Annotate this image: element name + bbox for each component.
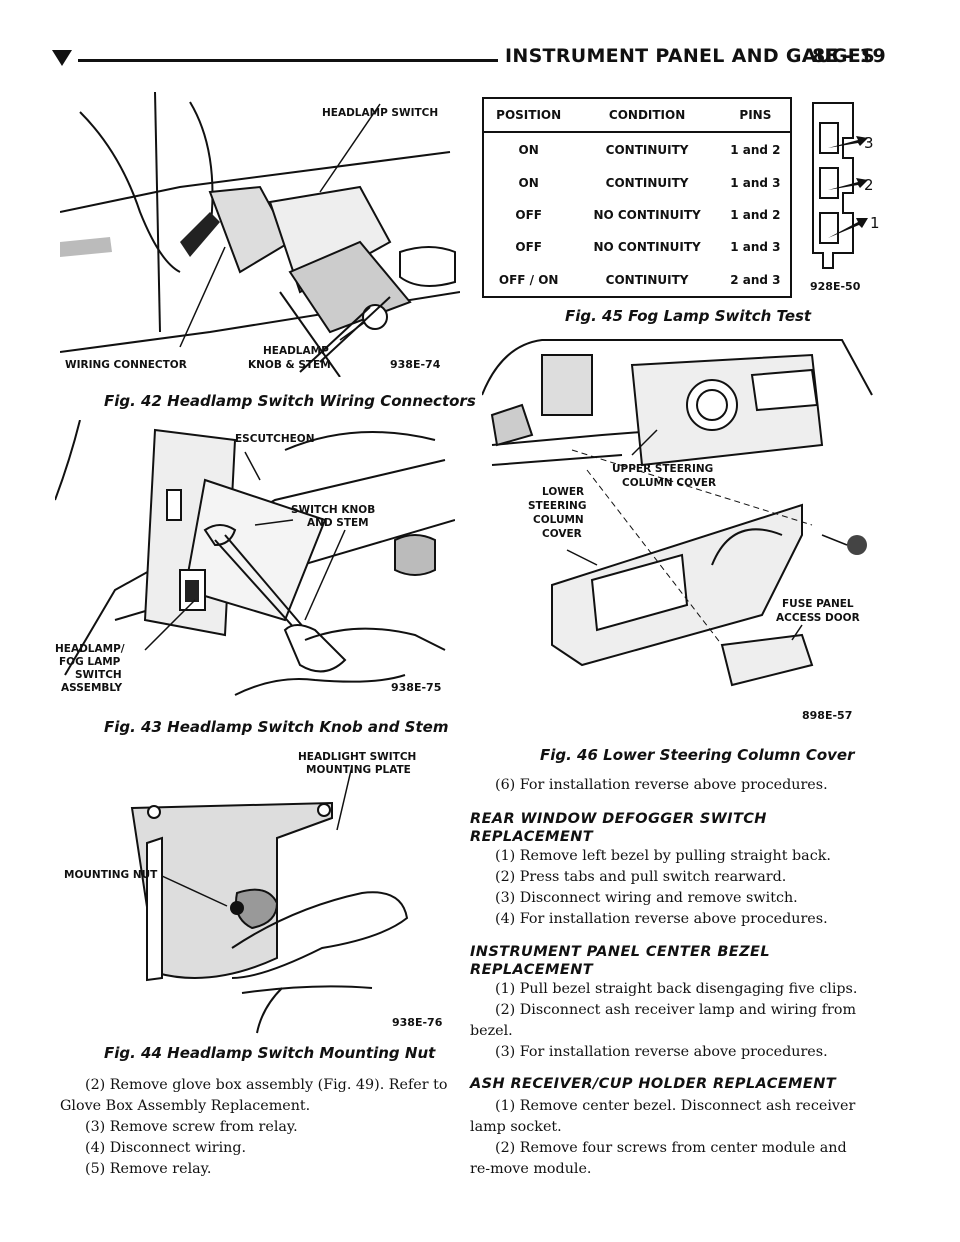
heading-rear-defogger: REAR WINDOW DEFOGGER SWITCH REPLACEMENT xyxy=(470,810,866,846)
fig46-code: 898E-57 xyxy=(802,709,852,722)
table-cell: OFF xyxy=(515,240,542,255)
fig43-label-assy-4: ASSEMBLY xyxy=(61,682,122,694)
table-row: ON CONTINUITY 1 and 3 xyxy=(484,167,790,199)
bezel-step-2: (2) Disconnect ash receiver lamp and wir… xyxy=(470,1002,857,1039)
fig43-label-knob-1: SWITCH KNOB xyxy=(291,504,375,516)
table-cell: OFF / ON xyxy=(498,272,559,287)
fig46-illustration: UPPER STEERING COLUMN COVER LOWER STEERI… xyxy=(482,335,882,725)
fig46-caption: Fig. 46 Lower Steering Column Cover xyxy=(540,746,855,764)
fig44-label-nut: MOUNTING NUT xyxy=(64,869,158,881)
fig42-label-knob-1: HEADLAMP xyxy=(263,345,329,357)
fig42-label-headlamp-switch: HEADLAMP SWITCH xyxy=(322,107,438,119)
header-rule xyxy=(78,59,498,62)
heading-center-bezel: INSTRUMENT PANEL CENTER BEZEL REPLACEMEN… xyxy=(470,943,866,979)
left-step-4: (4) Disconnect wiring. xyxy=(85,1140,247,1156)
ash-receiver-steps: (1) Remove center bezel. Disconnect ash … xyxy=(470,1096,866,1180)
right-step-6-block: (6) For installation reverse above proce… xyxy=(470,775,866,796)
defogger-step-3: (3) Disconnect wiring and remove switch. xyxy=(495,890,798,906)
fig44-label-plate-2: MOUNTING PLATE xyxy=(306,764,411,776)
fig46-label-upper-1: UPPER STEERING xyxy=(612,463,713,475)
table-cell: OFF xyxy=(515,208,542,223)
table-cell: 1 and 2 xyxy=(730,208,781,223)
fig46-label-fuse-1: FUSE PANEL xyxy=(782,598,854,610)
fig45-caption: Fig. 45 Fog Lamp Switch Test xyxy=(565,307,812,325)
table-row: OFF / ON CONTINUITY 2 and 3 xyxy=(484,264,790,296)
bezel-step-1: (1) Pull bezel straight back disengaging… xyxy=(495,981,858,997)
fig43-label-knob-2: AND STEM xyxy=(307,517,369,529)
table-cell: NO CONTINUITY xyxy=(593,208,701,223)
fig42-label-knob-2: KNOB & STEM xyxy=(248,359,331,371)
fig44-illustration: HEADLIGHT SWITCH MOUNTING PLATE MOUNTING… xyxy=(62,748,462,1038)
fig43-caption: Fig. 43 Headlamp Switch Knob and Stem xyxy=(104,718,449,736)
fog-switch-connector-diagram: 3 2 1 928E-50 xyxy=(798,98,908,298)
left-text-block: (2) Remove glove box assembly (Fig. 49).… xyxy=(60,1075,448,1180)
right-step-6: (6) For installation reverse above proce… xyxy=(495,777,828,793)
table-cell: CONTINUITY xyxy=(605,175,689,190)
header-title: INSTRUMENT PANEL AND GAUGES xyxy=(505,45,876,67)
heading-ash-receiver: ASH RECEIVER/CUP HOLDER REPLACEMENT xyxy=(470,1075,866,1093)
fig42-illustration: HEADLAMP SWITCH WIRING CONNECTOR HEADLAM… xyxy=(60,92,460,377)
table-cell: 1 and 2 xyxy=(730,142,781,157)
table-cell: NO CONTINUITY xyxy=(593,240,701,255)
page-number: 8E - 19 xyxy=(812,45,886,67)
table-header-position: POSITION xyxy=(484,99,574,133)
bezel-steps: (1) Pull bezel straight back disengaging… xyxy=(470,979,866,1063)
table-header-condition: CONDITION xyxy=(573,99,721,133)
fig46-label-upper-2: COLUMN COVER xyxy=(622,477,716,489)
fig42-label-wiring-connector: WIRING CONNECTOR xyxy=(65,359,187,371)
left-step-3: (3) Remove screw from relay. xyxy=(85,1119,298,1135)
ash-step-2: (2) Remove four screws from center modul… xyxy=(470,1140,847,1177)
table-cell: CONTINUITY xyxy=(605,142,689,157)
heading-line: REAR WINDOW DEFOGGER SWITCH xyxy=(470,811,767,827)
table-cell: ON xyxy=(518,142,539,157)
fig46-label-fuse-2: ACCESS DOOR xyxy=(776,612,860,624)
fig46-label-lower-1: LOWER xyxy=(542,486,584,498)
fig42-code: 938E-74 xyxy=(390,358,441,371)
fig43-label-assy-3: SWITCH xyxy=(75,669,122,681)
defogger-steps: (1) Remove left bezel by pulling straigh… xyxy=(470,846,866,930)
table-cell: 1 and 3 xyxy=(730,240,781,255)
pin-label-1: 1 xyxy=(870,214,880,232)
fig46-label-lower-2: STEERING xyxy=(528,500,586,512)
fig43-illustration: ESCUTCHEON SWITCH KNOB AND STEM HEADLAMP… xyxy=(55,420,455,705)
heading-line: REPLACEMENT xyxy=(470,962,594,978)
defogger-step-1: (1) Remove left bezel by pulling straigh… xyxy=(495,848,831,864)
fig44-caption: Fig. 44 Headlamp Switch Mounting Nut xyxy=(104,1044,436,1062)
header-triangle-icon xyxy=(52,50,72,66)
table-row: ON CONTINUITY 1 and 2 xyxy=(484,132,790,167)
table-header-pins: PINS xyxy=(720,99,790,133)
fig42-caption: Fig. 42 Headlamp Switch Wiring Connector… xyxy=(104,392,476,410)
ash-step-1: (1) Remove center bezel. Disconnect ash … xyxy=(470,1098,856,1135)
heading-line: INSTRUMENT PANEL CENTER BEZEL xyxy=(470,944,770,960)
table-cell: 2 and 3 xyxy=(730,272,781,287)
table-cell: CONTINUITY xyxy=(605,272,689,287)
bezel-step-3: (3) For installation reverse above proce… xyxy=(495,1044,828,1060)
fig46-label-lower-3: COLUMN xyxy=(533,514,584,526)
fig44-label-plate-1: HEADLIGHT SWITCH xyxy=(298,751,416,763)
table-cell: 1 and 3 xyxy=(730,175,781,190)
left-step-5: (5) Remove relay. xyxy=(85,1161,212,1177)
fog-lamp-test-table: POSITION CONDITION PINS ON CONTINUITY 1 … xyxy=(482,97,792,298)
heading-line: REPLACEMENT xyxy=(470,829,594,845)
left-step-2: (2) Remove glove box assembly (Fig. 49).… xyxy=(60,1077,448,1114)
fig44-code: 938E-76 xyxy=(392,1016,443,1029)
fig45-code: 928E-50 xyxy=(810,280,861,293)
fig43-label-escutcheon: ESCUTCHEON xyxy=(235,433,315,445)
heading-line: ASH RECEIVER/CUP HOLDER REPLACEMENT xyxy=(470,1076,837,1092)
pin-label-3: 3 xyxy=(864,134,874,152)
defogger-step-2: (2) Press tabs and pull switch rearward. xyxy=(495,869,787,885)
defogger-step-4: (4) For installation reverse above proce… xyxy=(495,911,828,927)
fig43-code: 938E-75 xyxy=(391,681,441,694)
table-row: OFF NO CONTINUITY 1 and 3 xyxy=(484,231,790,263)
fig43-label-assy-1: HEADLAMP/ xyxy=(55,643,125,655)
table-row: OFF NO CONTINUITY 1 and 2 xyxy=(484,199,790,231)
fig43-label-assy-2: FOG LAMP xyxy=(59,656,121,668)
pin-label-2: 2 xyxy=(864,176,874,194)
table-cell: ON xyxy=(518,175,539,190)
fig46-label-lower-4: COVER xyxy=(542,528,582,540)
